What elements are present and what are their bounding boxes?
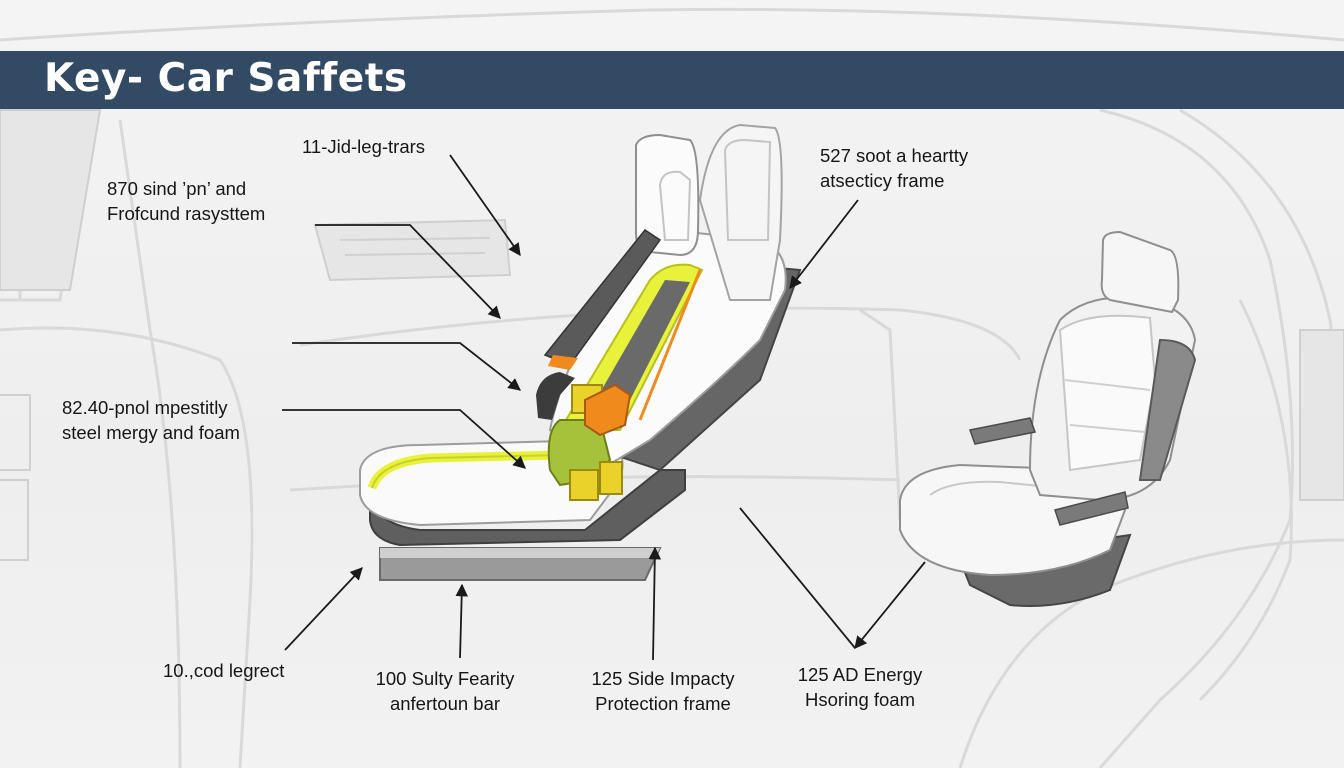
leader-line-mid-left	[282, 409, 526, 469]
leader-line-bottom-2	[455, 583, 468, 659]
label-bottom-3-line2: Protection frame	[595, 693, 731, 714]
label-top-right-line2: atsecticy frame	[820, 170, 945, 191]
label-bottom-4-line2: Hsoring foam	[804, 689, 915, 710]
label-top-center: 11-Jid-leg-trars	[302, 136, 426, 157]
label-mid-left-line2: steel mergy and foam	[62, 422, 240, 443]
label-bottom-2: 100 Sulty Fearity anfertoun bar	[352, 666, 538, 716]
label-top-right-line1: 527 soot a heartty	[820, 145, 969, 166]
leader-line-bottom-1	[284, 567, 363, 651]
leader-line-bottom-4	[854, 561, 926, 649]
label-mid-left: 82.40-pnol mpestitly steel mergy and foa…	[62, 395, 240, 445]
page-title: Key- Car Saffets	[44, 56, 408, 101]
label-bottom-1: 10.,cod legrect	[163, 660, 285, 681]
label-bottom-2-line1: 100 Sulty Fearity	[375, 668, 515, 689]
label-bottom-3-line1: 125 Side Impacty	[591, 668, 735, 689]
leader-line-top-center	[449, 154, 521, 257]
label-mid-left-line1: 82.40-pnol mpestitly	[62, 397, 228, 418]
label-bottom-4: 125 AD Energy Hsoring foam	[775, 662, 945, 712]
label-bottom-4-line1: 125 AD Energy	[797, 664, 923, 685]
label-top-left: 870 sind ’pn’ and Frofcund rasysttem	[107, 176, 265, 226]
leader-line-bottom-4-branch	[739, 507, 856, 649]
leader-line-bottom-3	[648, 546, 662, 661]
title-banner	[0, 51, 1344, 109]
label-bottom-3: 125 Side Impacty Protection frame	[568, 666, 758, 716]
label-bottom-2-line2: anfertoun bar	[389, 693, 501, 714]
label-top-left-line2: Frofcund rasysttem	[107, 203, 266, 224]
leader-line-top-left	[315, 224, 501, 319]
leader-line-top-right	[789, 199, 859, 289]
label-top-left-line1: 870 sind ’pn’ and	[107, 178, 247, 199]
leader-line-mid-upper	[292, 342, 521, 391]
label-top-right: 527 soot a heartty atsecticy frame	[820, 143, 968, 193]
